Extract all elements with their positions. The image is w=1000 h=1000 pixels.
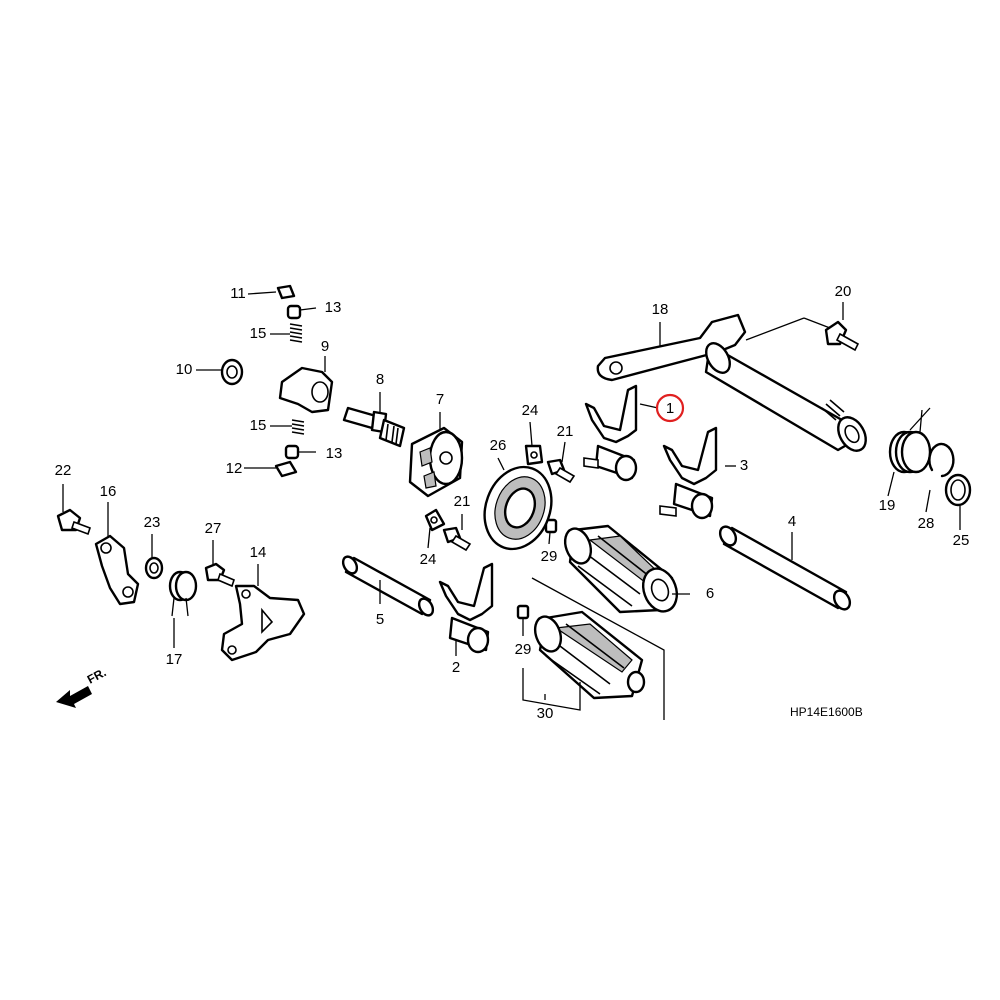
part-13-upper-cap[interactable] — [286, 304, 302, 320]
callout-2[interactable]: 2 — [452, 659, 460, 676]
callout-30[interactable]: 30 — [537, 705, 554, 722]
callout-23[interactable]: 23 — [144, 514, 161, 531]
part-3-shift-fork[interactable] — [659, 426, 718, 520]
part-16-shift-arm[interactable] — [94, 534, 140, 606]
part-7-shift-drum-center[interactable] — [408, 426, 464, 498]
part-1-shift-fork[interactable] — [583, 384, 638, 482]
front-label: FR. — [85, 665, 109, 686]
part-8-center-bolt[interactable] — [342, 406, 406, 448]
callout-11[interactable]: 11 — [230, 285, 246, 302]
callout-8[interactable]: 8 — [376, 371, 384, 388]
callout-24-lower[interactable]: 24 — [420, 551, 437, 568]
part-14-guide-plate[interactable] — [220, 584, 306, 662]
part-29-pin-lower[interactable] — [516, 604, 530, 620]
callout-6[interactable]: 6 — [706, 585, 714, 602]
part-19-return-spring[interactable] — [888, 407, 932, 474]
callout-17[interactable]: 17 — [166, 651, 183, 668]
callout-27[interactable]: 27 — [205, 520, 222, 537]
callout-13-lower[interactable]: 13 — [326, 445, 343, 462]
part-27-bolt[interactable] — [204, 562, 235, 588]
callout-16[interactable]: 16 — [100, 483, 117, 500]
part-24-stopper-plate-upper[interactable] — [524, 444, 544, 466]
callout-28[interactable]: 28 — [918, 515, 935, 532]
part-28-circlip[interactable] — [928, 442, 955, 478]
callout-21-lower[interactable]: 21 — [454, 493, 471, 510]
callout-22[interactable]: 22 — [55, 462, 72, 479]
callout-4[interactable]: 4 — [788, 513, 796, 530]
part-11-plate[interactable] — [276, 284, 296, 300]
callout-10[interactable]: 10 — [176, 361, 193, 378]
callout-24-upper[interactable]: 24 — [522, 402, 539, 419]
callout-21-upper[interactable]: 21 — [557, 423, 574, 440]
callout-12[interactable]: 12 — [226, 460, 243, 477]
callout-26[interactable]: 26 — [490, 437, 507, 454]
part-24-stopper-plate-lower[interactable] — [424, 508, 446, 532]
part-26-bearing[interactable] — [474, 458, 563, 559]
part-2-shift-fork[interactable] — [438, 562, 494, 654]
callout-15-lower[interactable]: 15 — [250, 417, 267, 434]
highlight-circle-part-1 — [655, 393, 685, 423]
callout-29-lower[interactable]: 29 — [515, 641, 532, 658]
part-23-washer[interactable] — [144, 556, 164, 580]
callout-19[interactable]: 19 — [879, 497, 896, 514]
callout-25[interactable]: 25 — [953, 532, 970, 549]
callout-labels: 11 13 15 9 10 8 7 15 13 12 26 24 21 21 2… — [55, 283, 970, 722]
part-25-washer[interactable] — [944, 473, 972, 507]
part-17-spring[interactable] — [168, 570, 198, 617]
part-12-plate[interactable] — [274, 460, 298, 478]
callout-18[interactable]: 18 — [652, 301, 669, 318]
diagram-code: HP14E1600B — [790, 705, 863, 719]
callout-3[interactable]: 3 — [740, 457, 748, 474]
front-direction-arrow: FR. — [56, 665, 108, 708]
part-21-bolt-lower[interactable] — [442, 526, 472, 552]
callout-20[interactable]: 20 — [835, 283, 852, 300]
callout-7[interactable]: 7 — [436, 391, 444, 408]
leader-lines — [62, 291, 961, 720]
callout-9[interactable]: 9 — [321, 338, 329, 355]
callout-5[interactable]: 5 — [376, 611, 384, 628]
part-18-shift-spindle[interactable] — [596, 313, 872, 456]
part-21-bolt-upper[interactable] — [546, 458, 576, 484]
callout-13-upper[interactable]: 13 — [325, 299, 342, 316]
part-13-lower-cap[interactable] — [284, 444, 300, 460]
part-22-bolt[interactable] — [56, 508, 92, 536]
callout-29-upper[interactable]: 29 — [541, 548, 558, 565]
part-30-shift-drum-assembly[interactable] — [531, 610, 646, 700]
part-9-drum-stopper[interactable] — [278, 366, 334, 414]
callout-1[interactable]: 1 — [666, 400, 674, 417]
part-6-shift-drum[interactable] — [561, 524, 683, 616]
part-4-fork-shaft[interactable] — [717, 524, 853, 612]
part-15-upper-spring[interactable] — [289, 323, 303, 343]
callout-14[interactable]: 14 — [250, 544, 267, 561]
part-10-collar[interactable] — [220, 358, 244, 386]
part-20-bolt[interactable] — [824, 320, 860, 352]
part-15-lower-spring[interactable] — [291, 419, 305, 435]
callout-15-upper[interactable]: 15 — [250, 325, 267, 342]
part-5-fork-shaft[interactable] — [340, 554, 435, 618]
